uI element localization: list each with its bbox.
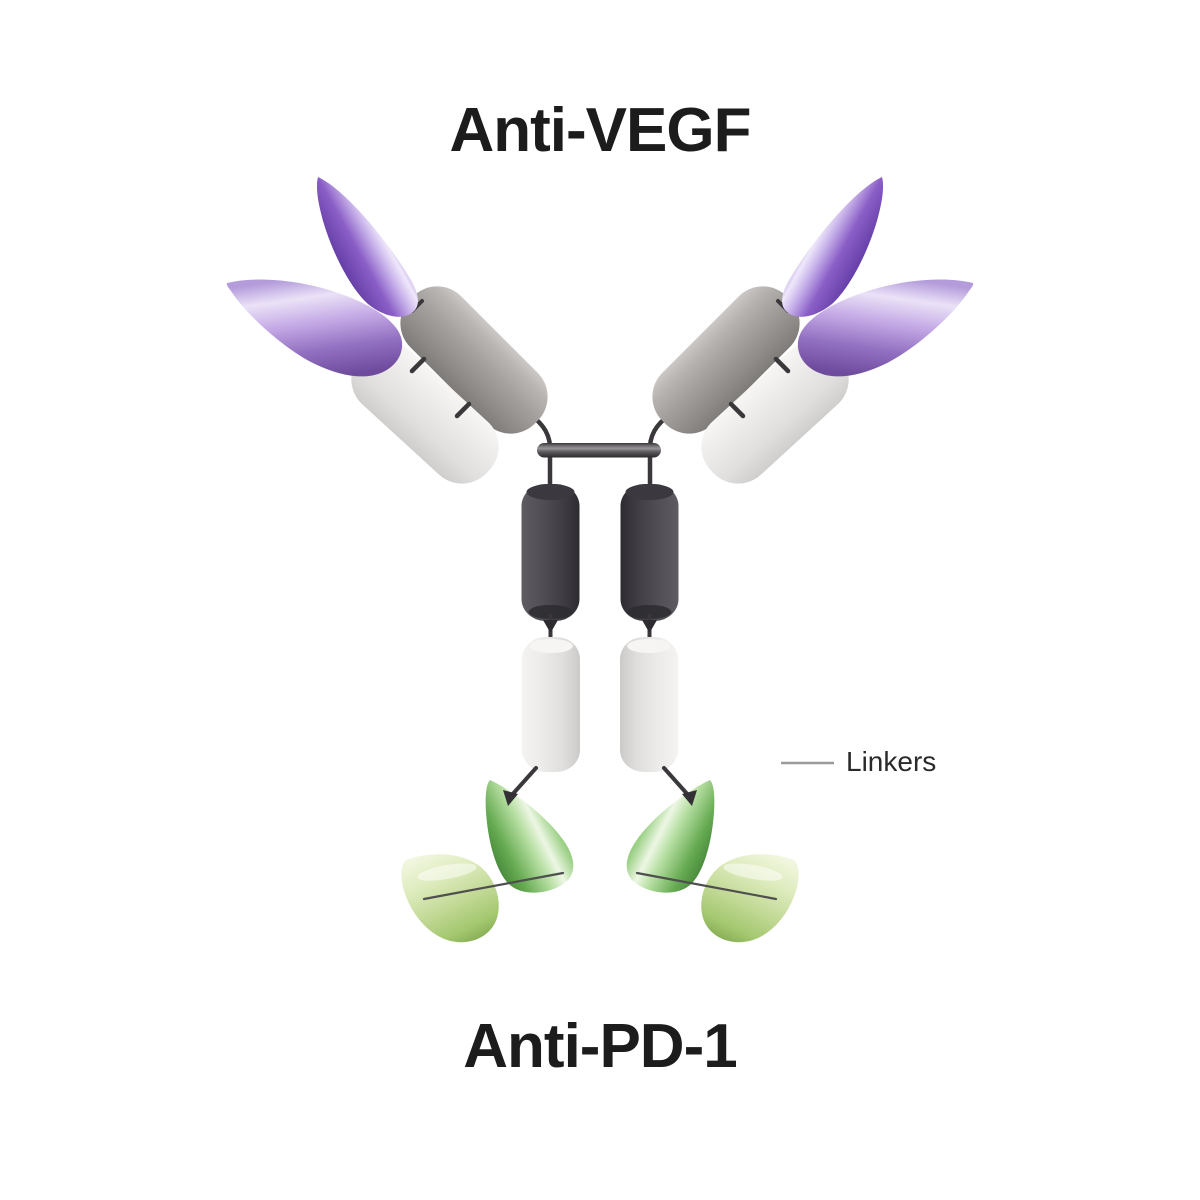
scfv-thin-linker-line: [422, 871, 565, 901]
linkers-annotation-label: Linkers: [846, 746, 937, 777]
ch1-cl-link-lower: [454, 401, 472, 419]
bottom-target-label: Anti-PD-1: [463, 1012, 737, 1081]
vh-domain-purple-dark: [316, 177, 418, 317]
ch3-top-highlight: [529, 639, 573, 653]
fab-arm-right: [638, 177, 973, 498]
ch3-domain-white: [522, 637, 580, 772]
scfv-domain-green-dark: [485, 780, 574, 893]
ch2-ch3-joint: [543, 620, 558, 633]
top-target-label: Anti-VEGF: [449, 96, 752, 165]
ch2-bottom-cap: [528, 605, 573, 619]
fc-stem-right: [618, 482, 681, 774]
ch2-domain-dark: [521, 484, 580, 621]
fc-stem-left: [521, 484, 580, 772]
scfv-linker: [509, 766, 538, 798]
scfv-anti-pd1-right: [624, 766, 801, 945]
fab-arm-left: [226, 177, 553, 492]
ch2-top-cap: [526, 484, 575, 500]
scfv-anti-pd1-left: [401, 766, 574, 943]
vl-domain-purple-light: [226, 279, 403, 377]
scfv-gloss-highlight: [417, 863, 477, 881]
ch1-domain-gray: [400, 286, 548, 434]
cl-domain-white: [351, 342, 499, 484]
hinge-bar: [537, 443, 661, 458]
ch1-cl-link-upper: [409, 356, 427, 374]
scfv-linker-joint: [503, 790, 518, 806]
